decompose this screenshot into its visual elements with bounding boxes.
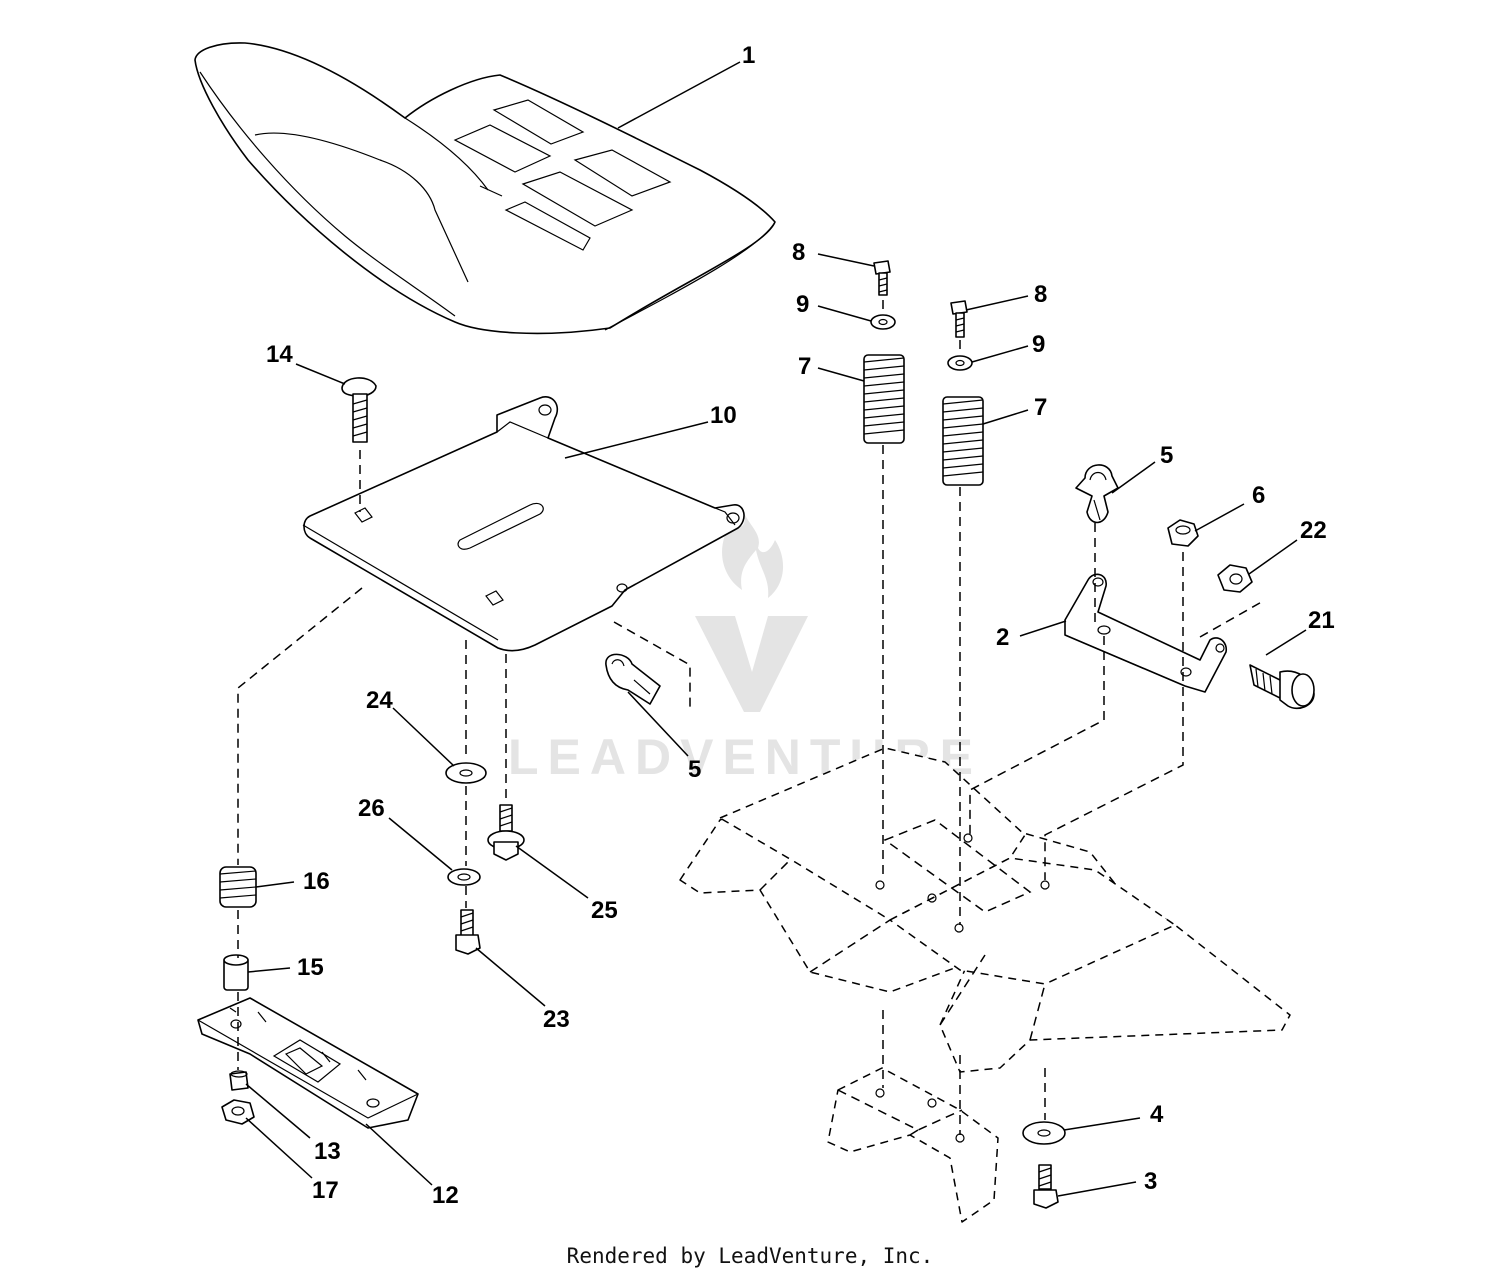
carriage-bolt bbox=[341, 377, 377, 443]
callout-8-left: 8 bbox=[792, 239, 805, 266]
leader-lines bbox=[245, 61, 1307, 1197]
wire-clip-lower bbox=[605, 653, 661, 705]
tractor-frame bbox=[679, 747, 1291, 1223]
callout-5-upper: 5 bbox=[1160, 442, 1173, 469]
callout-9-left: 9 bbox=[796, 291, 809, 318]
callout-10: 10 bbox=[710, 402, 737, 429]
alignment-lines bbox=[237, 300, 1266, 1135]
callout-5-lower: 5 bbox=[688, 756, 701, 783]
hex-bolt-23 bbox=[455, 909, 481, 955]
callouts: 1 8 9 7 8 9 7 14 10 5 6 22 2 21 24 5 26 … bbox=[266, 42, 1335, 1209]
callout-13: 13 bbox=[314, 1138, 341, 1165]
callout-25: 25 bbox=[591, 897, 618, 924]
callout-16: 16 bbox=[303, 868, 330, 895]
seat bbox=[194, 42, 776, 335]
callout-14: 14 bbox=[266, 341, 293, 368]
flange-nut bbox=[1217, 564, 1253, 593]
shoulder-bolt bbox=[1249, 664, 1315, 710]
watermark-flame-icon bbox=[722, 515, 784, 598]
watermark-v-icon bbox=[695, 616, 808, 712]
spring-right bbox=[942, 396, 984, 486]
callout-8-right: 8 bbox=[1034, 281, 1047, 308]
callout-1: 1 bbox=[742, 42, 755, 69]
spring-16 bbox=[219, 866, 257, 908]
flat-washer bbox=[1022, 1121, 1066, 1145]
callout-17: 17 bbox=[312, 1177, 339, 1204]
parts-diagram: LEADVENTURE bbox=[194, 42, 1335, 1223]
lock-washer bbox=[447, 868, 481, 886]
spring-bolt-left bbox=[873, 260, 891, 296]
hex-nut bbox=[1167, 519, 1199, 547]
spring-left bbox=[863, 354, 905, 444]
callout-26: 26 bbox=[358, 795, 385, 822]
seat-bracket bbox=[1064, 573, 1228, 693]
spacer bbox=[223, 954, 249, 991]
wire-clip-upper bbox=[1075, 464, 1119, 524]
hex-bolt-lower bbox=[1033, 1164, 1059, 1209]
mounting-plate bbox=[197, 997, 419, 1129]
callout-15: 15 bbox=[297, 954, 324, 981]
callout-6: 6 bbox=[1252, 482, 1265, 509]
shoulder-screw bbox=[487, 804, 525, 861]
callout-24: 24 bbox=[366, 687, 393, 714]
callout-9-right: 9 bbox=[1032, 331, 1045, 358]
callout-22: 22 bbox=[1300, 517, 1327, 544]
callout-4: 4 bbox=[1150, 1101, 1164, 1128]
callout-21: 21 bbox=[1308, 607, 1335, 634]
washer-left bbox=[870, 314, 896, 330]
seat-pan bbox=[302, 396, 745, 652]
washer-24 bbox=[445, 762, 487, 784]
callout-7-left: 7 bbox=[798, 353, 811, 380]
callout-3: 3 bbox=[1144, 1168, 1157, 1195]
callout-23: 23 bbox=[543, 1006, 570, 1033]
callout-12: 12 bbox=[432, 1182, 459, 1209]
callout-7-right: 7 bbox=[1034, 394, 1047, 421]
spring-bolt-right bbox=[950, 300, 968, 338]
washer-right bbox=[947, 355, 973, 371]
callout-2: 2 bbox=[996, 624, 1009, 651]
footer-credit: Rendered by LeadVenture, Inc. bbox=[566, 1244, 934, 1268]
nut-13 bbox=[229, 1070, 249, 1091]
